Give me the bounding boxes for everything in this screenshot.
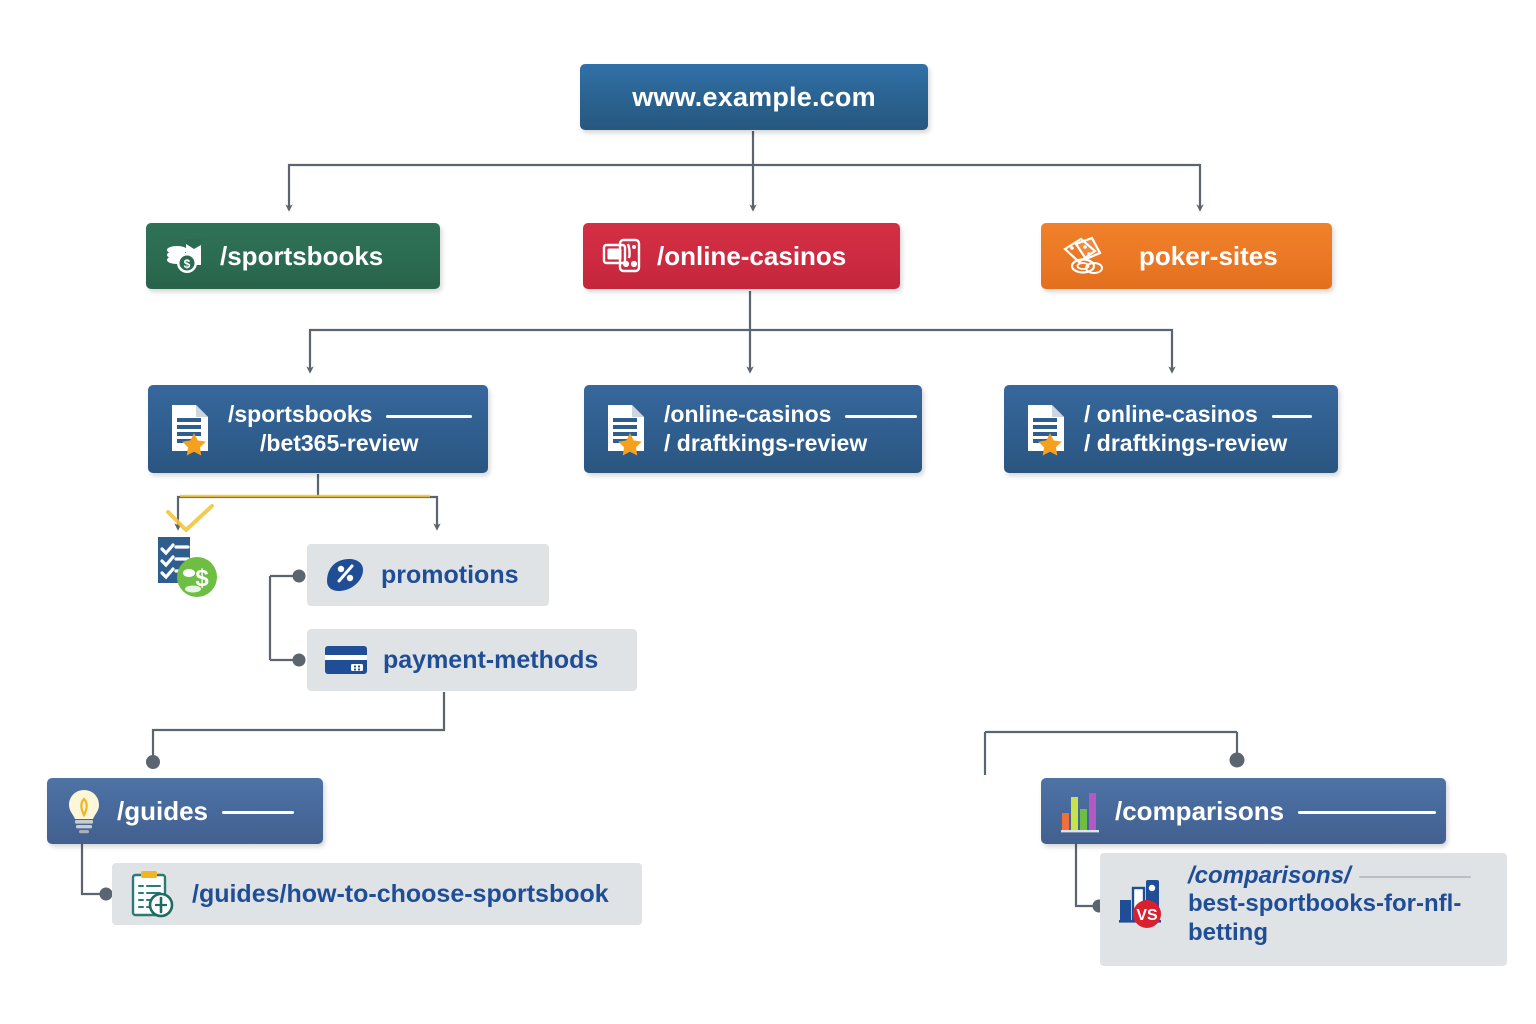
node-promotions[interactable]: promotions [307, 544, 549, 606]
node-online-casinos[interactable]: /online-casinos [583, 223, 900, 289]
bar-chart-icon [1057, 787, 1103, 835]
node-guides[interactable]: /guides [47, 778, 323, 844]
promotions-label: promotions [381, 560, 519, 589]
svg-text:$: $ [184, 257, 191, 271]
node-best-sportbooks-for-nfl-betting[interactable]: VS /comparisons/best-sportbooks-for-nfl-… [1100, 853, 1507, 966]
node-draftkings-review-1[interactable]: /online-casinos/ draftkings-review [584, 385, 922, 473]
guides-label: /guides [117, 796, 295, 827]
document-star-icon [600, 400, 654, 458]
coins-receipt-icon: $ [164, 236, 208, 276]
draftkings-review-2-label: / online-casinos/ draftkings-review [1084, 400, 1312, 458]
svg-text:VS: VS [1136, 907, 1158, 924]
comparisons-label: /comparisons [1115, 796, 1437, 827]
node-root-domain[interactable]: www.example.com [580, 64, 928, 130]
online-casinos-label: /online-casinos [657, 240, 847, 271]
root-label: www.example.com [632, 81, 876, 112]
node-sportsbooks[interactable]: $ /sportsbooks [146, 223, 440, 289]
lightbulb-icon [63, 787, 105, 835]
poker-sites-label: poker-sites [1139, 240, 1278, 271]
clipboard-info-icon [128, 868, 178, 920]
discount-tag-icon [323, 555, 367, 595]
sportsbooks-label: /sportsbooks [220, 240, 384, 271]
credit-card-icon [323, 641, 369, 679]
node-comparisons[interactable]: /comparisons [1041, 778, 1446, 844]
playing-cards-chips-icon [1059, 235, 1111, 277]
casino-cards-phone-icon [601, 236, 645, 276]
document-star-icon [164, 400, 218, 458]
svg-text:$: $ [195, 565, 209, 592]
bet365-review-label: /sportsbooks/bet365-review [228, 400, 473, 458]
checklist-money-icon: $ [152, 533, 224, 608]
node-payment-methods[interactable]: payment-methods [307, 629, 637, 691]
node-draftkings-review-2[interactable]: / online-casinos/ draftkings-review [1004, 385, 1338, 473]
guides-child-label: /guides/how-to-choose-sportsbook [192, 879, 609, 908]
node-bet365-review[interactable]: /sportsbooks/bet365-review [148, 385, 488, 473]
node-guides-how-to-choose-sportsbook[interactable]: /guides/how-to-choose-sportsbook [112, 863, 642, 925]
node-poker-sites[interactable]: poker-sites [1041, 223, 1332, 289]
versus-chart-icon: VS [1116, 874, 1176, 932]
document-star-icon [1020, 400, 1074, 458]
comparisons-child-label: /comparisons/best-sportbooks-for-nfl-bet… [1188, 862, 1471, 947]
draftkings-review-1-label: /online-casinos/ draftkings-review [664, 400, 918, 458]
payment-methods-label: payment-methods [383, 645, 599, 674]
